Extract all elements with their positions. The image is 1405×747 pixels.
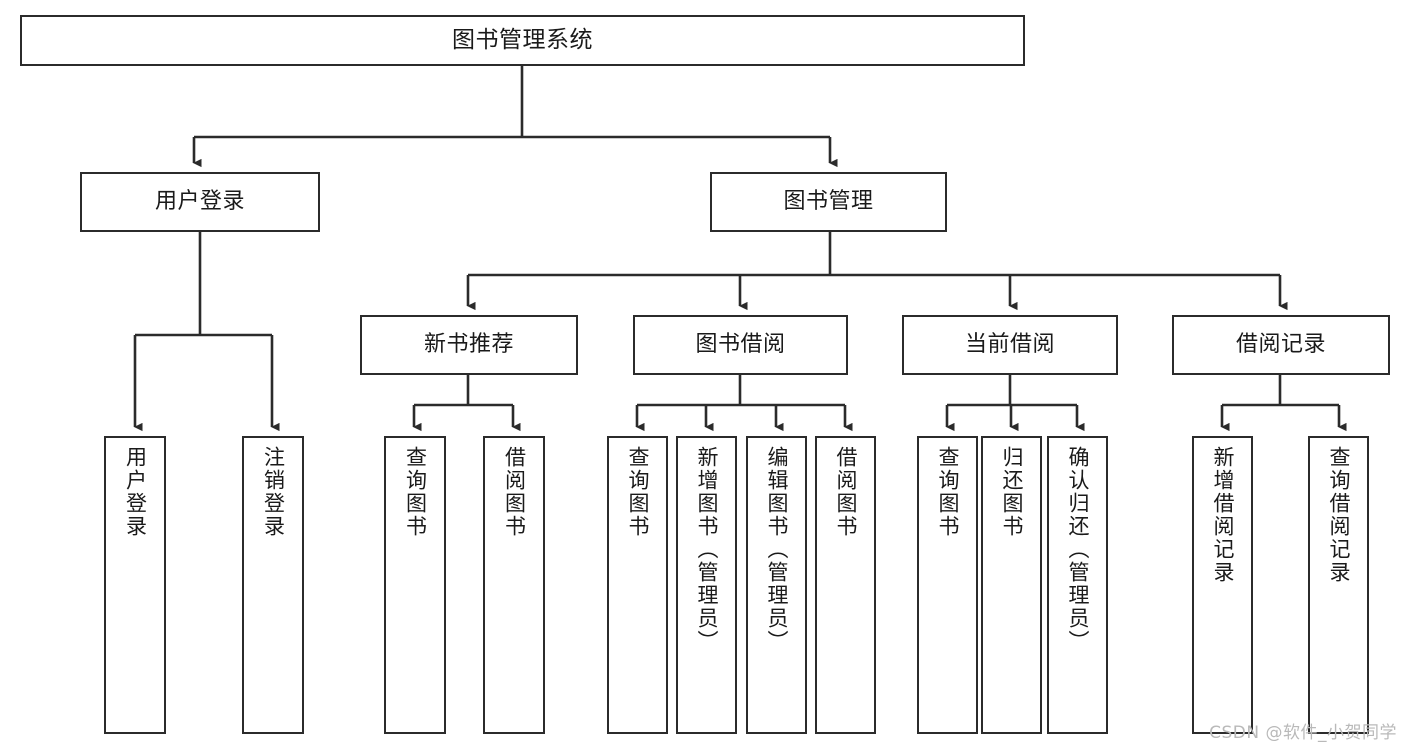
node-user-login[interactable]: 用户登录 <box>80 172 320 232</box>
node-label: 借阅图书 <box>834 446 858 538</box>
node-label: 用户登录 <box>154 189 245 215</box>
node-root-system[interactable]: 图书管理系统 <box>20 15 1025 66</box>
node-label: 用户登录 <box>123 446 148 538</box>
node-label: 查询图书 <box>626 446 650 538</box>
leaf-confirm-return-admin[interactable]: 确认归还（管理员） <box>1047 436 1108 734</box>
leaf-query-borrow-record[interactable]: 查询借阅记录 <box>1308 436 1369 734</box>
node-new-book-recommend[interactable]: 新书推荐 <box>360 315 578 375</box>
node-label: 当前借阅 <box>964 332 1055 358</box>
leaf-edit-book-admin[interactable]: 编辑图书（管理员） <box>746 436 807 734</box>
node-label: 借阅记录 <box>1235 332 1326 358</box>
node-label: 查询借阅记录 <box>1327 446 1351 584</box>
leaf-query-book-recommend[interactable]: 查询图书 <box>384 436 446 734</box>
node-borrow-record[interactable]: 借阅记录 <box>1172 315 1390 375</box>
watermark: CSDN @软件_小贺同学 <box>1209 723 1397 743</box>
node-label: 归还图书 <box>1000 446 1024 538</box>
node-current-borrow[interactable]: 当前借阅 <box>902 315 1118 375</box>
node-label: 借阅图书 <box>502 446 527 538</box>
leaf-add-borrow-record[interactable]: 新增借阅记录 <box>1192 436 1253 734</box>
leaf-return-book[interactable]: 归还图书 <box>981 436 1042 734</box>
leaf-add-book-admin[interactable]: 新增图书（管理员） <box>676 436 737 734</box>
node-label: 新增借阅记录 <box>1211 446 1235 584</box>
node-label: 确认归还（管理员） <box>1066 446 1090 653</box>
node-label: 图书借阅 <box>695 332 786 358</box>
leaf-query-book-current[interactable]: 查询图书 <box>917 436 978 734</box>
node-label: 查询图书 <box>936 446 960 538</box>
node-book-management[interactable]: 图书管理 <box>710 172 947 232</box>
node-label: 图书管理 <box>783 189 874 215</box>
node-label: 编辑图书（管理员） <box>765 446 789 653</box>
leaf-user-logout[interactable]: 注销登录 <box>242 436 304 734</box>
node-book-borrow[interactable]: 图书借阅 <box>633 315 848 375</box>
node-label: 新增图书（管理员） <box>695 446 719 653</box>
node-label: 注销登录 <box>261 446 286 538</box>
node-label: 新书推荐 <box>423 332 514 358</box>
node-label: 查询图书 <box>403 446 428 538</box>
leaf-query-book-borrow[interactable]: 查询图书 <box>607 436 668 734</box>
leaf-borrow-book[interactable]: 借阅图书 <box>815 436 876 734</box>
node-label: 图书管理系统 <box>452 26 593 53</box>
leaf-user-login[interactable]: 用户登录 <box>104 436 166 734</box>
leaf-borrow-book-recommend[interactable]: 借阅图书 <box>483 436 545 734</box>
